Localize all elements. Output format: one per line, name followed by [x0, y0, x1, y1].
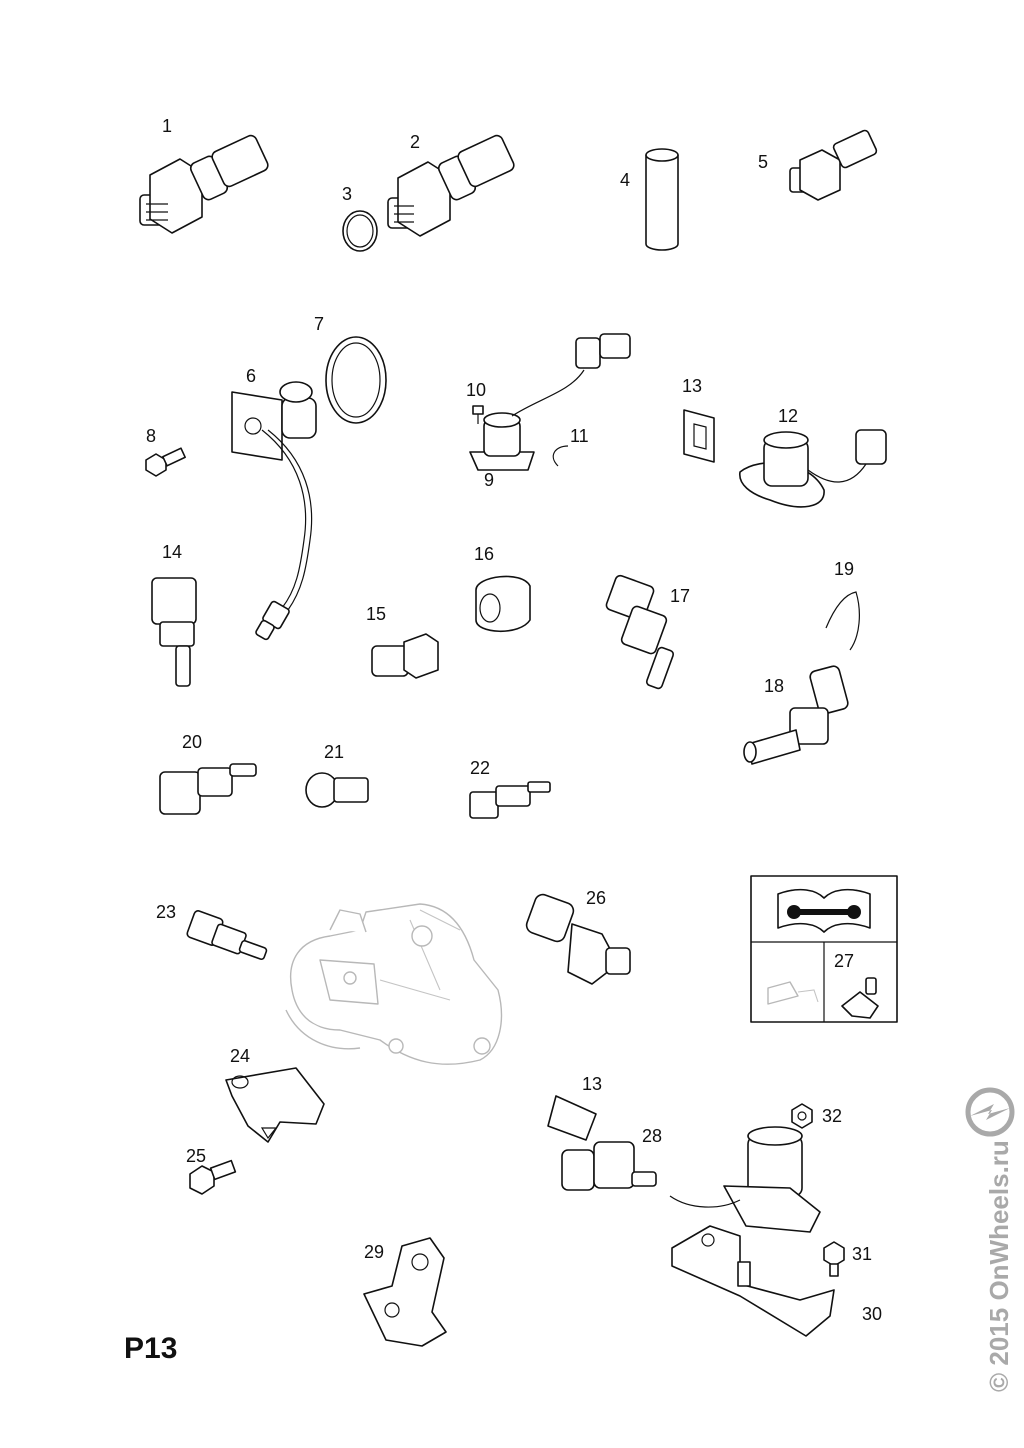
- callout-26: 26: [586, 888, 606, 908]
- callout-8: 8: [146, 426, 156, 446]
- callout-5: 5: [758, 152, 768, 172]
- part-19-spring-clip: [825, 591, 860, 651]
- callout-1: 1: [162, 116, 172, 136]
- opel-logo-icon: [965, 1087, 1015, 1137]
- part-2-pressure-sensor: [387, 134, 515, 237]
- part-8-bolt: [145, 447, 186, 477]
- part-21-sensor: [305, 772, 369, 808]
- part-11-clip: [552, 445, 569, 467]
- part-5-pressure-switch: [789, 129, 878, 201]
- callout-25: 25: [186, 1146, 206, 1166]
- part-6-sensor-with-cable: [231, 381, 317, 641]
- part-7-seal-ring: [325, 336, 387, 424]
- part-3-o-ring: [342, 210, 378, 252]
- callout-23: 23: [156, 902, 176, 922]
- part-27-bleed-valve-icon: [841, 977, 879, 1019]
- oil-can-icon: [767, 981, 819, 1005]
- part-22-sensor: [469, 781, 551, 819]
- part-25-bolt: [189, 1159, 237, 1195]
- callout-13: 13: [682, 376, 702, 396]
- part-29-bracket: [363, 1237, 447, 1347]
- watermark: © 2015 OnWheels.ru: [984, 1140, 1014, 1392]
- part-16-bushing: [475, 575, 531, 632]
- service-box: 27: [750, 875, 898, 1023]
- callout-9: 9: [484, 470, 494, 490]
- callout-29: 29: [364, 1242, 384, 1262]
- callout-31: 31: [852, 1244, 872, 1264]
- callout-21: 21: [324, 742, 344, 762]
- part-12-solenoid: [739, 429, 887, 508]
- part-31-bolt: [823, 1241, 845, 1277]
- part-13-clip: [683, 409, 715, 463]
- part-20-temperature-sensor: [159, 763, 257, 815]
- callout-10: 10: [466, 380, 486, 400]
- part-4-sleeve: [645, 148, 679, 251]
- part-9-solenoid: [469, 333, 631, 471]
- callout-24: 24: [230, 1046, 250, 1066]
- callout-16: 16: [474, 544, 494, 564]
- callout-3: 3: [342, 184, 352, 204]
- part-1-pressure-sensor: [139, 134, 269, 234]
- callout-19: 19: [834, 559, 854, 579]
- callout-6: 6: [246, 366, 256, 386]
- manual-wrench-icon: [777, 888, 871, 933]
- part-26-pressure-switch: [525, 893, 631, 985]
- part-28-sensor: [561, 1141, 657, 1191]
- callout-2: 2: [410, 132, 420, 152]
- callout-11: 11: [570, 426, 589, 446]
- callout-27: 27: [834, 951, 854, 971]
- thermostat-housing-reference: [285, 903, 503, 1065]
- part-24-bracket: [225, 1067, 325, 1143]
- part-23-temperature-sensor: [186, 910, 268, 961]
- callout-4: 4: [620, 170, 630, 190]
- part-14-temperature-sensor: [151, 577, 197, 687]
- callout-14: 14: [162, 542, 182, 562]
- callout-13b: 13: [582, 1074, 602, 1094]
- callout-30: 30: [862, 1304, 882, 1324]
- callout-32: 32: [822, 1106, 842, 1126]
- callout-12: 12: [778, 406, 798, 426]
- callout-20: 20: [182, 732, 202, 752]
- callout-18: 18: [764, 676, 784, 696]
- callout-22: 22: [470, 758, 490, 778]
- callout-17: 17: [670, 586, 690, 606]
- part-32-nut: [791, 1103, 813, 1129]
- page-code: P13: [124, 1332, 177, 1365]
- part-18-sensor: [743, 665, 849, 765]
- callout-7: 7: [314, 314, 324, 334]
- part-30-bracket: [671, 1225, 835, 1337]
- part-17-sensor: [605, 574, 675, 690]
- callout-28: 28: [642, 1126, 662, 1146]
- callouts: 1 2 3 4 5 6 7 8 9 10 11 12 13 14 15 16 1…: [146, 116, 882, 1324]
- part-15-temperature-switch: [371, 633, 439, 679]
- callout-15: 15: [366, 604, 386, 624]
- part-13b-clip: [547, 1095, 597, 1141]
- part-solenoid-assembly: [669, 1126, 821, 1233]
- part-10-screw: [472, 405, 484, 424]
